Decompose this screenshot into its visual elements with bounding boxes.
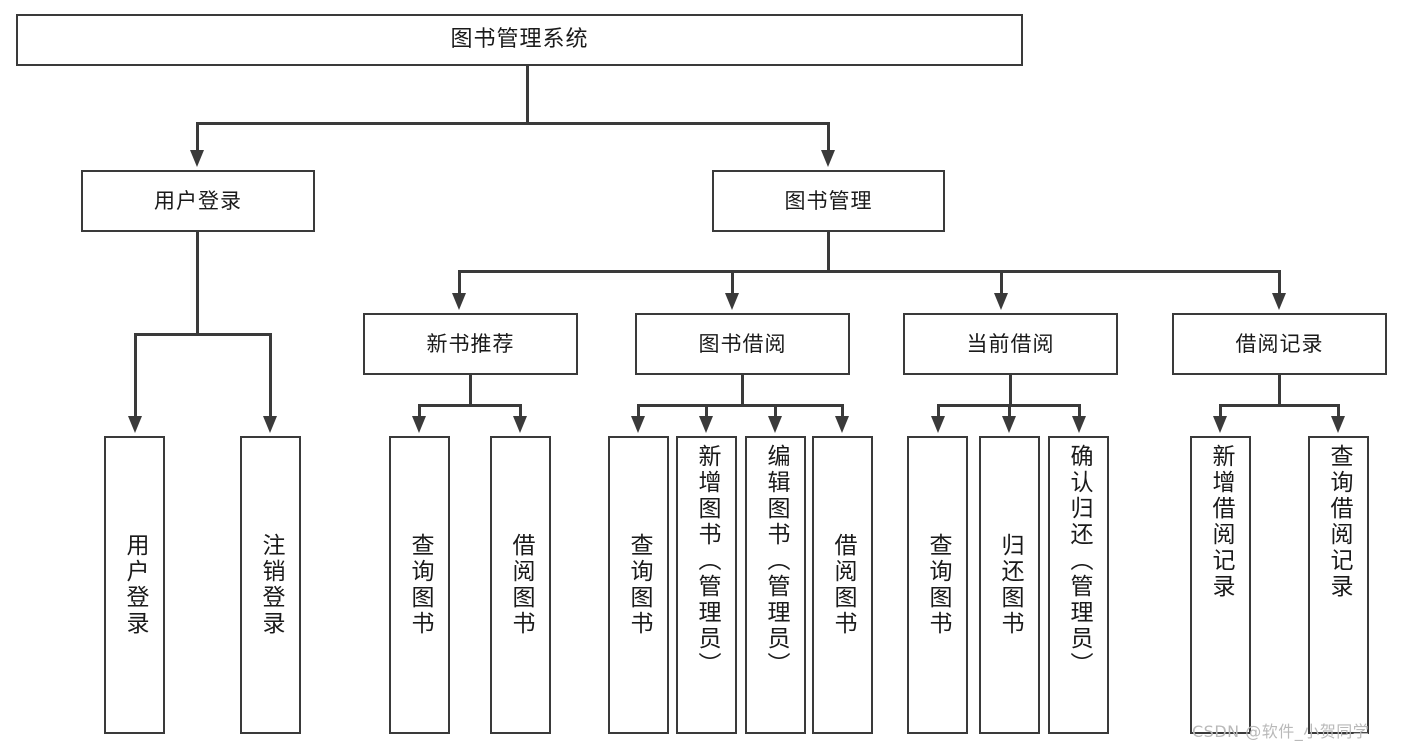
connector-borrow-record-drop-1 — [1337, 404, 1340, 418]
arrow-to-leaf-logout — [263, 416, 277, 433]
connector-new-book-drop-1 — [519, 404, 522, 418]
node-label: 确认归还（管理员） — [1066, 444, 1092, 678]
connector-book-borrow-stem — [741, 375, 744, 406]
node-label: 用户登录 — [154, 188, 242, 213]
arrow-to-user-login — [190, 150, 204, 167]
node-label: 图书管理系统 — [450, 27, 589, 53]
connector-current-borrow-stem — [1009, 375, 1012, 406]
connector-user-login-bus — [134, 333, 271, 336]
connector-root-drop-right — [827, 122, 830, 152]
node-label: 注销登录 — [258, 533, 284, 637]
connector-book-borrow-drop-2 — [774, 404, 777, 418]
node-label: 新增图书（管理员） — [694, 444, 720, 678]
connector-borrow-record-drop-0 — [1219, 404, 1222, 418]
node-label: 借阅图书 — [508, 533, 534, 637]
arrow-to-leaf-query-book-3 — [931, 416, 945, 433]
node-current-borrow[interactable]: 当前借阅 — [903, 313, 1118, 375]
connector-level2-drop-3 — [1278, 270, 1281, 295]
node-label: 查询图书 — [626, 533, 652, 637]
leaf-add-borrow-record[interactable]: 新增借阅记录 — [1190, 436, 1251, 734]
csdn-watermark: CSDN @软件_小贺同学 — [1192, 722, 1370, 741]
node-borrow-record[interactable]: 借阅记录 — [1172, 313, 1387, 375]
arrow-to-book-management — [821, 150, 835, 167]
leaf-borrow-book-borrow[interactable]: 借阅图书 — [812, 436, 873, 734]
node-label: 图书借阅 — [698, 331, 787, 356]
arrow-to-leaf-query-book-1 — [412, 416, 426, 433]
connector-new-book-drop-0 — [418, 404, 421, 418]
connector-user-login-drop-1 — [269, 333, 272, 418]
connector-root-bus — [196, 122, 830, 125]
node-label: 新增借阅记录 — [1208, 444, 1234, 600]
arrow-to-borrow-record — [1272, 293, 1286, 310]
leaf-logout[interactable]: 注销登录 — [240, 436, 301, 734]
node-label: 当前借阅 — [966, 331, 1055, 356]
leaf-borrow-book-recommend[interactable]: 借阅图书 — [490, 436, 551, 734]
leaf-query-borrow-record[interactable]: 查询借阅记录 — [1308, 436, 1369, 734]
connector-current-borrow-drop-0 — [937, 404, 940, 418]
connector-borrow-record-bus — [1219, 404, 1339, 407]
node-label: 归还图书 — [997, 533, 1023, 637]
leaf-return-book[interactable]: 归还图书 — [979, 436, 1040, 734]
arrow-to-leaf-edit-book — [768, 416, 782, 433]
node-label: 查询图书 — [407, 533, 433, 637]
leaf-query-book-recommend[interactable]: 查询图书 — [389, 436, 450, 734]
arrow-to-leaf-user-login — [128, 416, 142, 433]
connector-root-stem — [526, 66, 529, 124]
leaf-query-book-borrow[interactable]: 查询图书 — [608, 436, 669, 734]
node-book-management[interactable]: 图书管理 — [712, 170, 945, 232]
arrow-to-leaf-query-record — [1331, 416, 1345, 433]
arrow-to-leaf-add-book — [699, 416, 713, 433]
leaf-add-book-admin[interactable]: 新增图书（管理员） — [676, 436, 737, 734]
node-label: 借阅图书 — [830, 533, 856, 637]
arrow-to-leaf-query-book-2 — [631, 416, 645, 433]
connector-level2-drop-1 — [731, 270, 734, 295]
connector-book-management-stem — [827, 232, 830, 272]
arrow-to-leaf-return-book — [1002, 416, 1016, 433]
connector-user-login-stem — [196, 232, 199, 335]
arrow-to-leaf-add-record — [1213, 416, 1227, 433]
node-root-book-management-system[interactable]: 图书管理系统 — [16, 14, 1023, 66]
connector-level2-bus — [458, 270, 1280, 273]
node-new-book-recommend[interactable]: 新书推荐 — [363, 313, 578, 375]
node-label: 图书管理 — [784, 188, 873, 213]
leaf-confirm-return-admin[interactable]: 确认归还（管理员） — [1048, 436, 1109, 734]
connector-book-borrow-drop-1 — [705, 404, 708, 418]
connector-level2-drop-2 — [1000, 270, 1003, 295]
arrow-to-leaf-borrow-book-2 — [835, 416, 849, 433]
node-label: 新书推荐 — [426, 331, 515, 356]
connector-level2-drop-0 — [458, 270, 461, 295]
leaf-user-login[interactable]: 用户登录 — [104, 436, 165, 734]
connector-root-drop-left — [196, 122, 199, 152]
connector-book-borrow-drop-3 — [841, 404, 844, 418]
connector-book-borrow-drop-0 — [637, 404, 640, 418]
leaf-query-book-current[interactable]: 查询图书 — [907, 436, 968, 734]
arrow-to-leaf-confirm-return — [1072, 416, 1086, 433]
connector-current-borrow-drop-2 — [1078, 404, 1081, 418]
arrow-to-current-borrow — [994, 293, 1008, 310]
node-label: 用户登录 — [122, 533, 148, 637]
connector-current-borrow-drop-1 — [1008, 404, 1011, 418]
node-user-login[interactable]: 用户登录 — [81, 170, 315, 232]
connector-new-book-stem — [469, 375, 472, 406]
arrow-to-book-borrow — [725, 293, 739, 310]
connector-borrow-record-stem — [1278, 375, 1281, 406]
arrow-to-new-book-recommend — [452, 293, 466, 310]
arrow-to-leaf-borrow-book-1 — [513, 416, 527, 433]
node-label: 编辑图书（管理员） — [763, 444, 789, 678]
node-label: 查询图书 — [925, 533, 951, 637]
connector-book-borrow-bus — [637, 404, 843, 407]
node-label: 借阅记录 — [1235, 331, 1324, 356]
leaf-edit-book-admin[interactable]: 编辑图书（管理员） — [745, 436, 806, 734]
node-label: 查询借阅记录 — [1326, 444, 1352, 600]
connector-user-login-drop-0 — [134, 333, 137, 418]
connector-new-book-bus — [418, 404, 521, 407]
node-book-borrow[interactable]: 图书借阅 — [635, 313, 850, 375]
